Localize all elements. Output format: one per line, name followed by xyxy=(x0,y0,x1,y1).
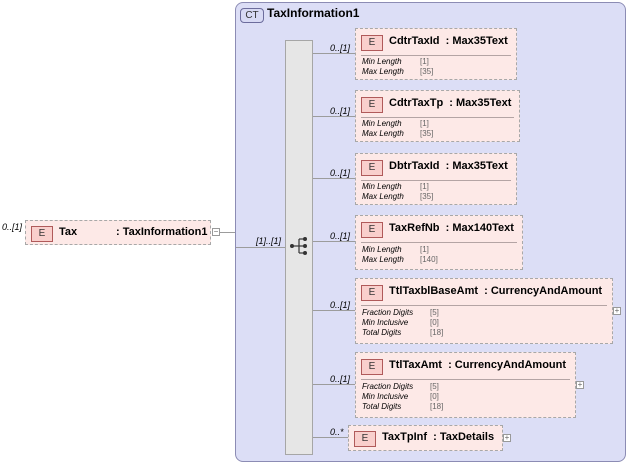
facet-name: Min Length xyxy=(362,119,402,128)
connector-line xyxy=(313,116,355,117)
element-label: DbtrTaxId : Max35Text xyxy=(389,160,508,172)
facet-value: [18] xyxy=(430,402,444,411)
element-cardinality: 0..[1] xyxy=(330,231,351,241)
connector-line xyxy=(313,241,355,242)
facet-name: Min Length xyxy=(362,245,402,254)
element-label: CdtrTaxId : Max35Text xyxy=(389,35,508,47)
facet-name: Total Digits xyxy=(362,402,402,411)
facet-value: [1] xyxy=(420,182,429,191)
divider xyxy=(361,117,514,118)
element-taxrefnb[interactable]: E TaxRefNb : Max140Text Min Length [1] M… xyxy=(355,215,523,270)
collapse-icon[interactable]: − xyxy=(212,227,220,236)
element-icon: E xyxy=(361,160,383,176)
root-cardinality: 0..[1] xyxy=(2,222,23,232)
element-icon: E xyxy=(361,97,383,113)
sequence-cardinality: [1]..[1] xyxy=(256,236,282,246)
element-cdtrtaxtp[interactable]: E CdtrTaxTp : Max35Text Min Length [1] M… xyxy=(355,90,520,142)
element-cardinality: 0..[1] xyxy=(330,43,351,53)
element-cardinality: 0..[1] xyxy=(330,300,351,310)
element-icon: E xyxy=(354,431,376,447)
connector-line xyxy=(313,437,348,438)
complex-type-icon: CT xyxy=(240,8,264,23)
facet-value: [1] xyxy=(420,57,429,66)
element-ttltaxblbaseamt[interactable]: E TtlTaxblBaseAmt : CurrencyAndAmount Fr… xyxy=(355,278,613,344)
element-dbtrtaxid[interactable]: E DbtrTaxId : Max35Text Min Length [1] M… xyxy=(355,153,517,205)
element-icon: E xyxy=(361,222,383,238)
connector-line xyxy=(220,232,235,233)
element-icon: E xyxy=(361,285,383,301)
facet-name: Fraction Digits xyxy=(362,382,414,391)
facet-name: Min Length xyxy=(362,182,402,191)
facet-name: Max Length xyxy=(362,192,404,201)
root-element-type: : TaxInformation1 xyxy=(116,226,208,238)
element-cardinality: 0..[1] xyxy=(330,168,351,178)
facet-value: [1] xyxy=(420,119,429,128)
facet-name: Max Length xyxy=(362,129,404,138)
element-cardinality: 0..* xyxy=(330,427,344,437)
facet-name: Fraction Digits xyxy=(362,308,414,317)
facet-name: Total Digits xyxy=(362,328,402,337)
facet-value: [0] xyxy=(430,318,439,327)
facet-value: [35] xyxy=(420,67,434,76)
facet-value: [35] xyxy=(420,129,434,138)
divider xyxy=(361,55,511,56)
element-label: TtlTaxblBaseAmt : CurrencyAndAmount xyxy=(389,285,603,297)
facet-value: [5] xyxy=(430,308,439,317)
element-icon: E xyxy=(31,226,53,242)
root-element-name: Tax xyxy=(59,226,78,238)
expand-icon[interactable]: + xyxy=(503,433,511,442)
divider xyxy=(361,305,607,306)
divider xyxy=(361,242,517,243)
sequence-icon xyxy=(290,237,307,255)
element-label: CdtrTaxTp : Max35Text xyxy=(389,97,512,109)
connector-line xyxy=(313,384,355,385)
facet-value: [0] xyxy=(430,392,439,401)
facet-name: Max Length xyxy=(362,255,404,264)
divider xyxy=(361,180,511,181)
facet-name: Min Length xyxy=(362,57,402,66)
facet-value: [140] xyxy=(420,255,438,264)
element-icon: E xyxy=(361,359,383,375)
connector-line xyxy=(313,53,355,54)
facet-name: Max Length xyxy=(362,67,404,76)
element-cardinality: 0..[1] xyxy=(330,374,351,384)
divider xyxy=(361,379,570,380)
element-label: TaxTpInf : TaxDetails xyxy=(382,431,495,443)
element-cardinality: 0..[1] xyxy=(330,106,351,116)
complex-type-name: TaxInformation1 xyxy=(267,6,360,20)
root-element-tax[interactable]: E Tax : TaxInformation1 xyxy=(25,220,211,245)
element-label: TaxRefNb : Max140Text xyxy=(389,222,514,234)
facet-name: Min Inclusive xyxy=(362,318,409,327)
element-ttltaxamt[interactable]: E TtlTaxAmt : CurrencyAndAmount Fraction… xyxy=(355,352,576,418)
facet-value: [35] xyxy=(420,192,434,201)
facet-value: [18] xyxy=(430,328,444,337)
element-cdtrtaxid[interactable]: E CdtrTaxId : Max35Text Min Length [1] M… xyxy=(355,28,517,80)
expand-icon[interactable]: + xyxy=(576,380,584,389)
element-icon: E xyxy=(361,35,383,51)
expand-icon[interactable]: + xyxy=(613,306,621,315)
connector-line xyxy=(313,178,355,179)
facet-name: Min Inclusive xyxy=(362,392,409,401)
connector-line xyxy=(236,247,285,248)
element-taxtpinf[interactable]: E TaxTpInf : TaxDetails xyxy=(348,425,503,451)
facet-value: [5] xyxy=(430,382,439,391)
element-label: TtlTaxAmt : CurrencyAndAmount xyxy=(389,359,567,371)
facet-value: [1] xyxy=(420,245,429,254)
connector-line xyxy=(313,310,355,311)
